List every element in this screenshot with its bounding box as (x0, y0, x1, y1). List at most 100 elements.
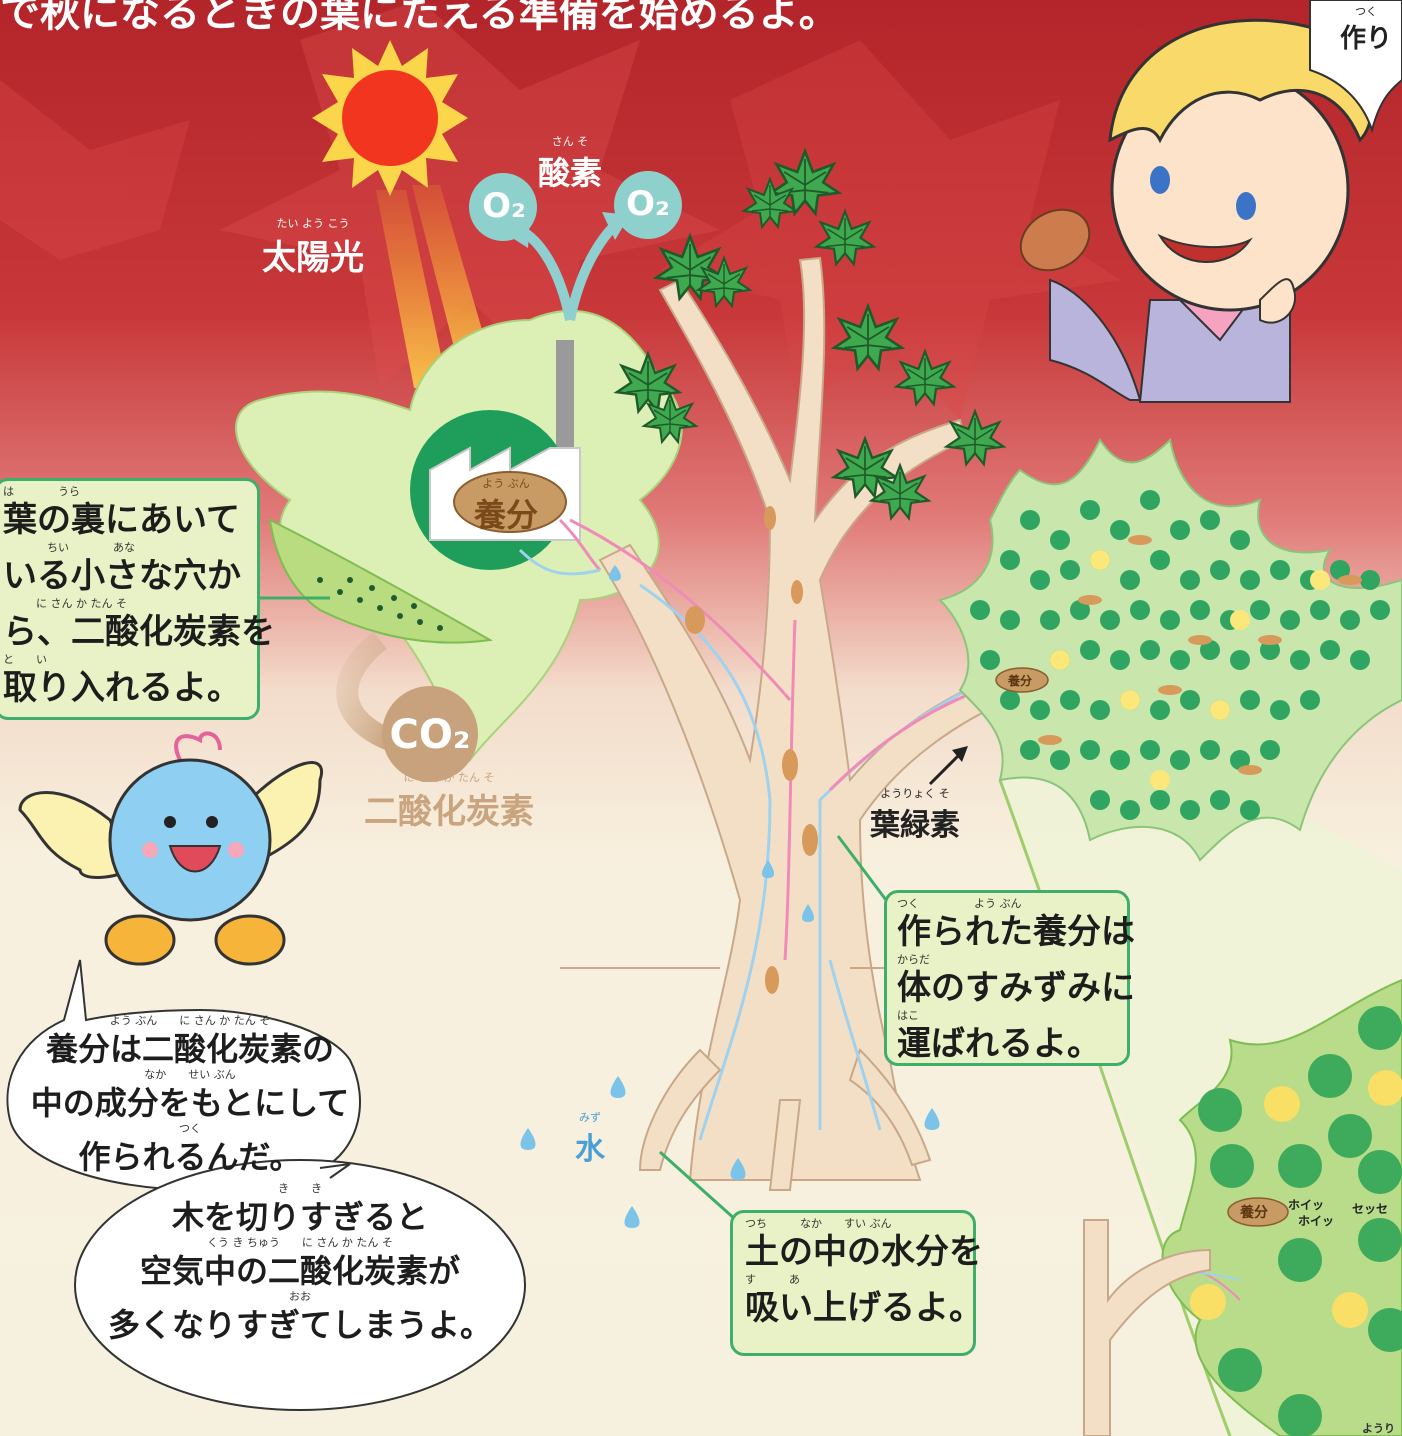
co2-label: CO₂ (389, 712, 471, 758)
ruby: と い (3, 653, 47, 666)
ruby: つく (1355, 5, 1377, 18)
factory-chimney (556, 340, 574, 450)
cell-leaf (1089, 978, 1402, 1436)
callout-water-lines: つち なか すい ぶん土の中の水分をす あ吸い上げるよ。 (733, 1218, 983, 1326)
ruby: つく (179, 1122, 201, 1135)
text-line: つく よう ぶん作られた養分は (887, 898, 1135, 950)
ruby: す あ (745, 1273, 800, 1286)
callout-lines (258, 596, 888, 1222)
factory-nutrient-label: よう ぶん 養分 (474, 478, 538, 536)
water-drop-icon (520, 565, 940, 1228)
ruby: ちい あな (3, 541, 135, 554)
chlorophyll-pointer (928, 750, 964, 786)
speech-top-word: 作り (1340, 24, 1393, 54)
line-text: 葉の裏にあいて (3, 500, 240, 540)
chlorophyll-text: 葉緑素 (870, 808, 960, 843)
line-text: 土の中の水分を (745, 1232, 983, 1272)
tree-roots (638, 1048, 932, 1191)
callout-water: つち なか すい ぶん土の中の水分をす あ吸い上げるよ。 (730, 1210, 983, 1356)
cell-voice-1: ホイッ (1288, 1198, 1325, 1212)
sunlight-text: 太陽光 (262, 238, 364, 278)
oxygen-text: 酸素 (538, 154, 603, 192)
callout-transport: つく よう ぶん作られた養分はからだ体のすみずみにはこ運ばれるよ。 (884, 890, 1135, 1066)
speech-bubble-forest (74, 1159, 526, 1411)
line-text: いる小さな穴か (3, 556, 241, 596)
ruby: よう ぶん (482, 477, 530, 490)
nutrient-particles (685, 506, 818, 994)
factory-icon (410, 410, 581, 570)
ruby: みず (579, 1111, 601, 1124)
oxygen-bubble (614, 171, 682, 239)
text-line: す あ吸い上げるよ。 (733, 1274, 983, 1326)
text-line: よう ぶん に さん か たん そ養分は二酸化炭素の (20, 1015, 360, 1068)
bird-bubble-text: よう ぶん に さん か たん そ養分は二酸化炭素のなか せい ぶん中の成分をも… (20, 1012, 360, 1176)
line-text: 作られるんだ。 (78, 1138, 302, 1176)
forest-bubble-lines: き き木を切りすぎるとくう き ちゅう に さん か たん そ空気中の二酸化炭素… (90, 1183, 510, 1344)
water-text: 水 (575, 1132, 605, 1167)
leaf-nutrient-label: 養分 (1008, 674, 1033, 688)
text-line: なか せい ぶん中の成分をもとにして (20, 1069, 360, 1122)
cell-nutrient-label: 養分 (1240, 1205, 1268, 1221)
text-line: き き木を切りすぎると (90, 1183, 510, 1236)
line-text: ら、二酸化炭素を (3, 612, 275, 652)
text-line: からだ体のすみずみに (887, 954, 1135, 1006)
line-text: 中の成分をもとにして (30, 1084, 350, 1122)
text-line: おお多くなりすぎてしまうよ。 (90, 1291, 510, 1344)
ruby: は うら (3, 485, 80, 498)
ruby: はこ (897, 1009, 919, 1022)
chloroplast-leaf (938, 437, 1402, 862)
header-text: で秋になるときの葉にたえる準備を始めるよ。 (0, 0, 839, 36)
cell-voice-3: セッセ (1352, 1202, 1389, 1216)
o2-right-label: O₂ (626, 184, 670, 224)
sunlight-ray (412, 185, 496, 378)
text-line: つく作られるんだ。 (20, 1123, 360, 1176)
bottom-right-label: ようり (1362, 1422, 1395, 1435)
callout-leaf-back: は うら葉の裏にあいて ちい あないる小さな穴か に さん か たん そら、二酸… (0, 478, 275, 720)
co2-bubble (382, 686, 478, 782)
factory-nutrient-text: 養分 (474, 496, 539, 534)
ruby: よう ぶん に さん か たん そ (109, 1014, 271, 1027)
line-text: 運ばれるよ。 (897, 1024, 1101, 1064)
line-text: 吸い上げるよ。 (745, 1288, 983, 1328)
water-label: みず 水 (575, 1112, 605, 1168)
bird-bubble-lines: よう ぶん に さん か たん そ養分は二酸化炭素のなか せい ぶん中の成分をも… (20, 1015, 360, 1176)
cell-voice-2: ホイッ (1298, 1214, 1335, 1228)
o2-left-label: O₂ (482, 186, 526, 226)
text-line: つち なか すい ぶん土の中の水分を (733, 1218, 983, 1270)
ruby: からだ (897, 953, 930, 966)
speech-bubble-top (1309, 0, 1402, 134)
ruby: おお (289, 1290, 311, 1303)
co2-flow (336, 631, 395, 751)
line-text: 木を切りすぎると (171, 1198, 428, 1236)
oxygen-bubble (469, 173, 537, 241)
oxygen-label: さん そ 酸素 (538, 136, 602, 194)
water-arrows (639, 583, 1011, 1141)
callout-transport-lines: つく よう ぶん作られた養分はからだ体のすみずみにはこ運ばれるよ。 (887, 898, 1135, 1064)
sunlight-label: たい よう こう 太陽光 (262, 218, 364, 279)
line-text: 取り入れるよ。 (3, 668, 241, 708)
line-text: 養分は二酸化炭素の (45, 1030, 334, 1068)
callout-leaf-back-lines: は うら葉の裏にあいて ちい あないる小さな穴か に さん か たん そら、二酸… (0, 486, 275, 708)
bird-character (18, 731, 323, 966)
co2-name-text: 二酸化炭素 (364, 792, 534, 832)
ruby: さん そ (551, 135, 589, 148)
ruby: に さん か たん そ (3, 597, 127, 610)
text-line: と い取り入れるよ。 (0, 654, 257, 708)
line-text: 体のすみずみに (897, 968, 1135, 1008)
ruby: なか せい ぶん (144, 1068, 236, 1081)
text-line: ちい あないる小さな穴か (0, 542, 257, 596)
text-line: は うら葉の裏にあいて (0, 486, 257, 540)
forest-bubble-text: き き木を切りすぎるとくう き ちゅう に さん か たん そ空気中の二酸化炭素… (90, 1180, 510, 1344)
co2-name-label: に さん か たん そ 二酸化炭素 (364, 772, 534, 833)
tree-trunk (598, 256, 1022, 1181)
chlorophyll-label: ようりょく そ 葉緑素 (870, 788, 960, 844)
text-line: に さん か たん そら、二酸化炭素を (0, 598, 275, 650)
sun-icon (312, 40, 468, 196)
ruby: ようりょく そ (880, 787, 950, 800)
text-line: はこ運ばれるよ。 (887, 1010, 1127, 1064)
line-text: 多くなりすぎてしまうよ。 (107, 1306, 492, 1344)
ruby: き き (278, 1182, 322, 1195)
ruby: に さん か たん そ (403, 771, 495, 784)
